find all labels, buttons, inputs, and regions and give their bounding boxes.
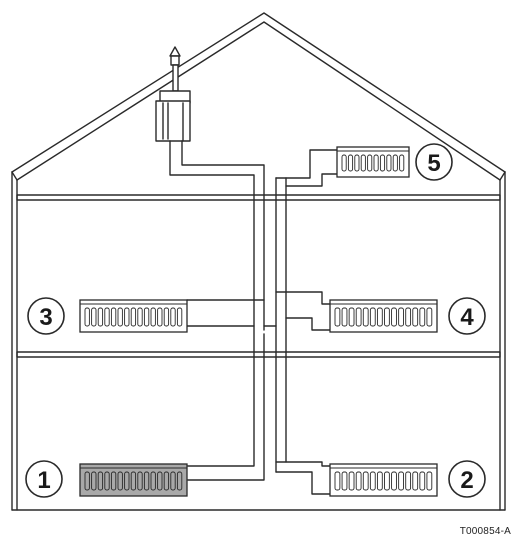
callout-5-label: 5 <box>427 150 440 177</box>
figure-reference-code: T000854-A <box>459 526 511 537</box>
eaves-left <box>11 171 18 181</box>
callout-2: 2 <box>448 460 486 498</box>
boiler-icon <box>155 90 191 142</box>
callout-5: 5 <box>415 143 453 181</box>
branch-radiator-4 <box>275 291 331 305</box>
eaves-right <box>499 171 506 181</box>
callout-4-label: 4 <box>460 304 474 331</box>
branch-radiator-5 <box>275 149 338 179</box>
flow-pipe <box>181 140 265 331</box>
roof-outer <box>11 12 506 173</box>
radiator-1 <box>79 463 188 497</box>
callout-1-label: 1 <box>37 467 50 494</box>
return-pipe <box>169 140 255 467</box>
radiators <box>79 146 438 497</box>
floors <box>16 194 501 358</box>
flue-icon <box>169 46 181 92</box>
roof-inner <box>16 21 501 181</box>
floor-attic <box>16 194 501 201</box>
callout-3: 3 <box>27 297 65 335</box>
floor-first <box>16 351 501 358</box>
branch-radiator-2 <box>275 461 331 467</box>
callout-1: 1 <box>25 460 63 498</box>
radiator-5 <box>336 146 410 178</box>
pipework <box>169 140 338 495</box>
radiator-2 <box>329 463 438 497</box>
radiator-4 <box>329 299 438 333</box>
callout-3-label: 3 <box>39 304 52 331</box>
callout-4: 4 <box>448 297 486 335</box>
callouts: 1 2 3 4 5 <box>25 143 486 498</box>
radiator-3 <box>79 299 188 333</box>
callout-2-label: 2 <box>460 467 473 494</box>
house-outline <box>11 12 506 511</box>
